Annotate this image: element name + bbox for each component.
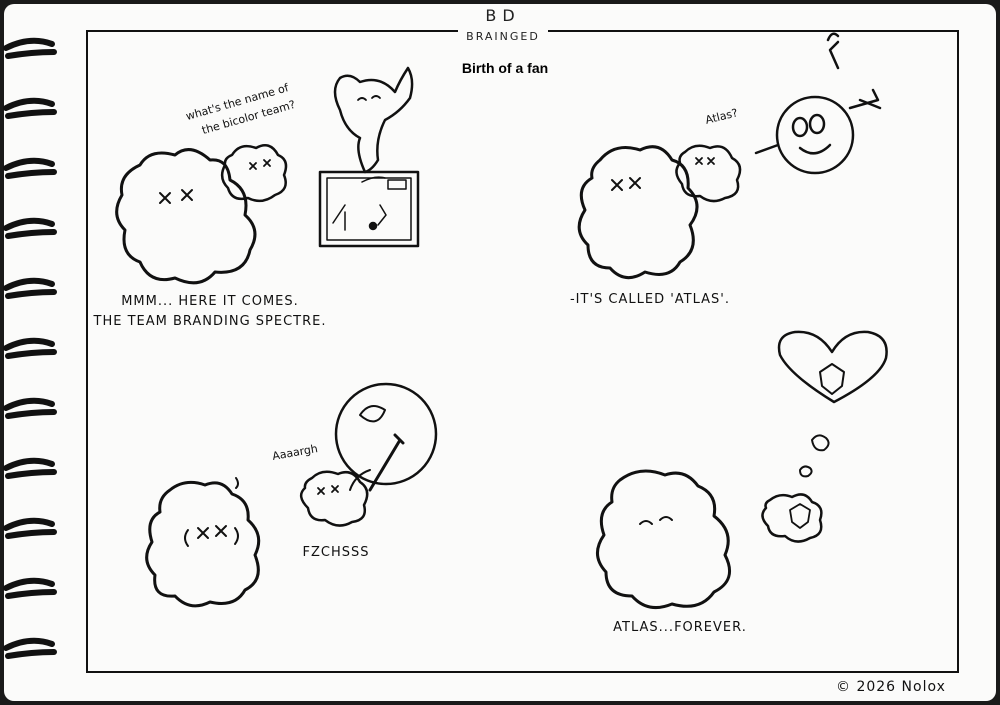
sketchbook-sheet bbox=[4, 4, 996, 701]
panel4-caption: ATLAS...FOREVER. bbox=[613, 620, 747, 635]
page-title: Birth of a fan bbox=[461, 60, 549, 76]
copyright-notice: © 2026 Nolox bbox=[836, 679, 946, 695]
brain-character-1 bbox=[115, 148, 257, 285]
brain-character-4 bbox=[596, 469, 732, 610]
small-thought-cloud-4 bbox=[761, 493, 823, 543]
atlas-mascot bbox=[754, 32, 882, 175]
brain-character-3 bbox=[145, 477, 261, 608]
branding-spectre bbox=[333, 66, 414, 174]
thought-cloud-1 bbox=[220, 143, 288, 203]
tv-screen bbox=[318, 170, 420, 248]
panel1-caption-line-2: THE TEAM BRANDING SPECTRE. bbox=[93, 314, 327, 329]
thought-dots bbox=[799, 434, 830, 478]
panel2-caption: -IT'S CALLED 'ATLAS'. bbox=[569, 292, 731, 307]
sound-effect-text: FZCHSSS bbox=[302, 545, 370, 560]
spectre-attack bbox=[334, 382, 438, 492]
brand-logo: BD BRAINGED bbox=[458, 4, 548, 52]
thought-cloud-3 bbox=[299, 470, 369, 527]
heart-bubble bbox=[777, 330, 888, 404]
logo-wordmark: BRAINGED bbox=[466, 30, 540, 43]
logo-initials: BD bbox=[485, 6, 521, 25]
thought-cloud-2 bbox=[675, 144, 742, 203]
panel1-caption-line-1: MMM... HERE IT COMES. bbox=[121, 294, 299, 309]
brain-character-2 bbox=[577, 145, 699, 280]
